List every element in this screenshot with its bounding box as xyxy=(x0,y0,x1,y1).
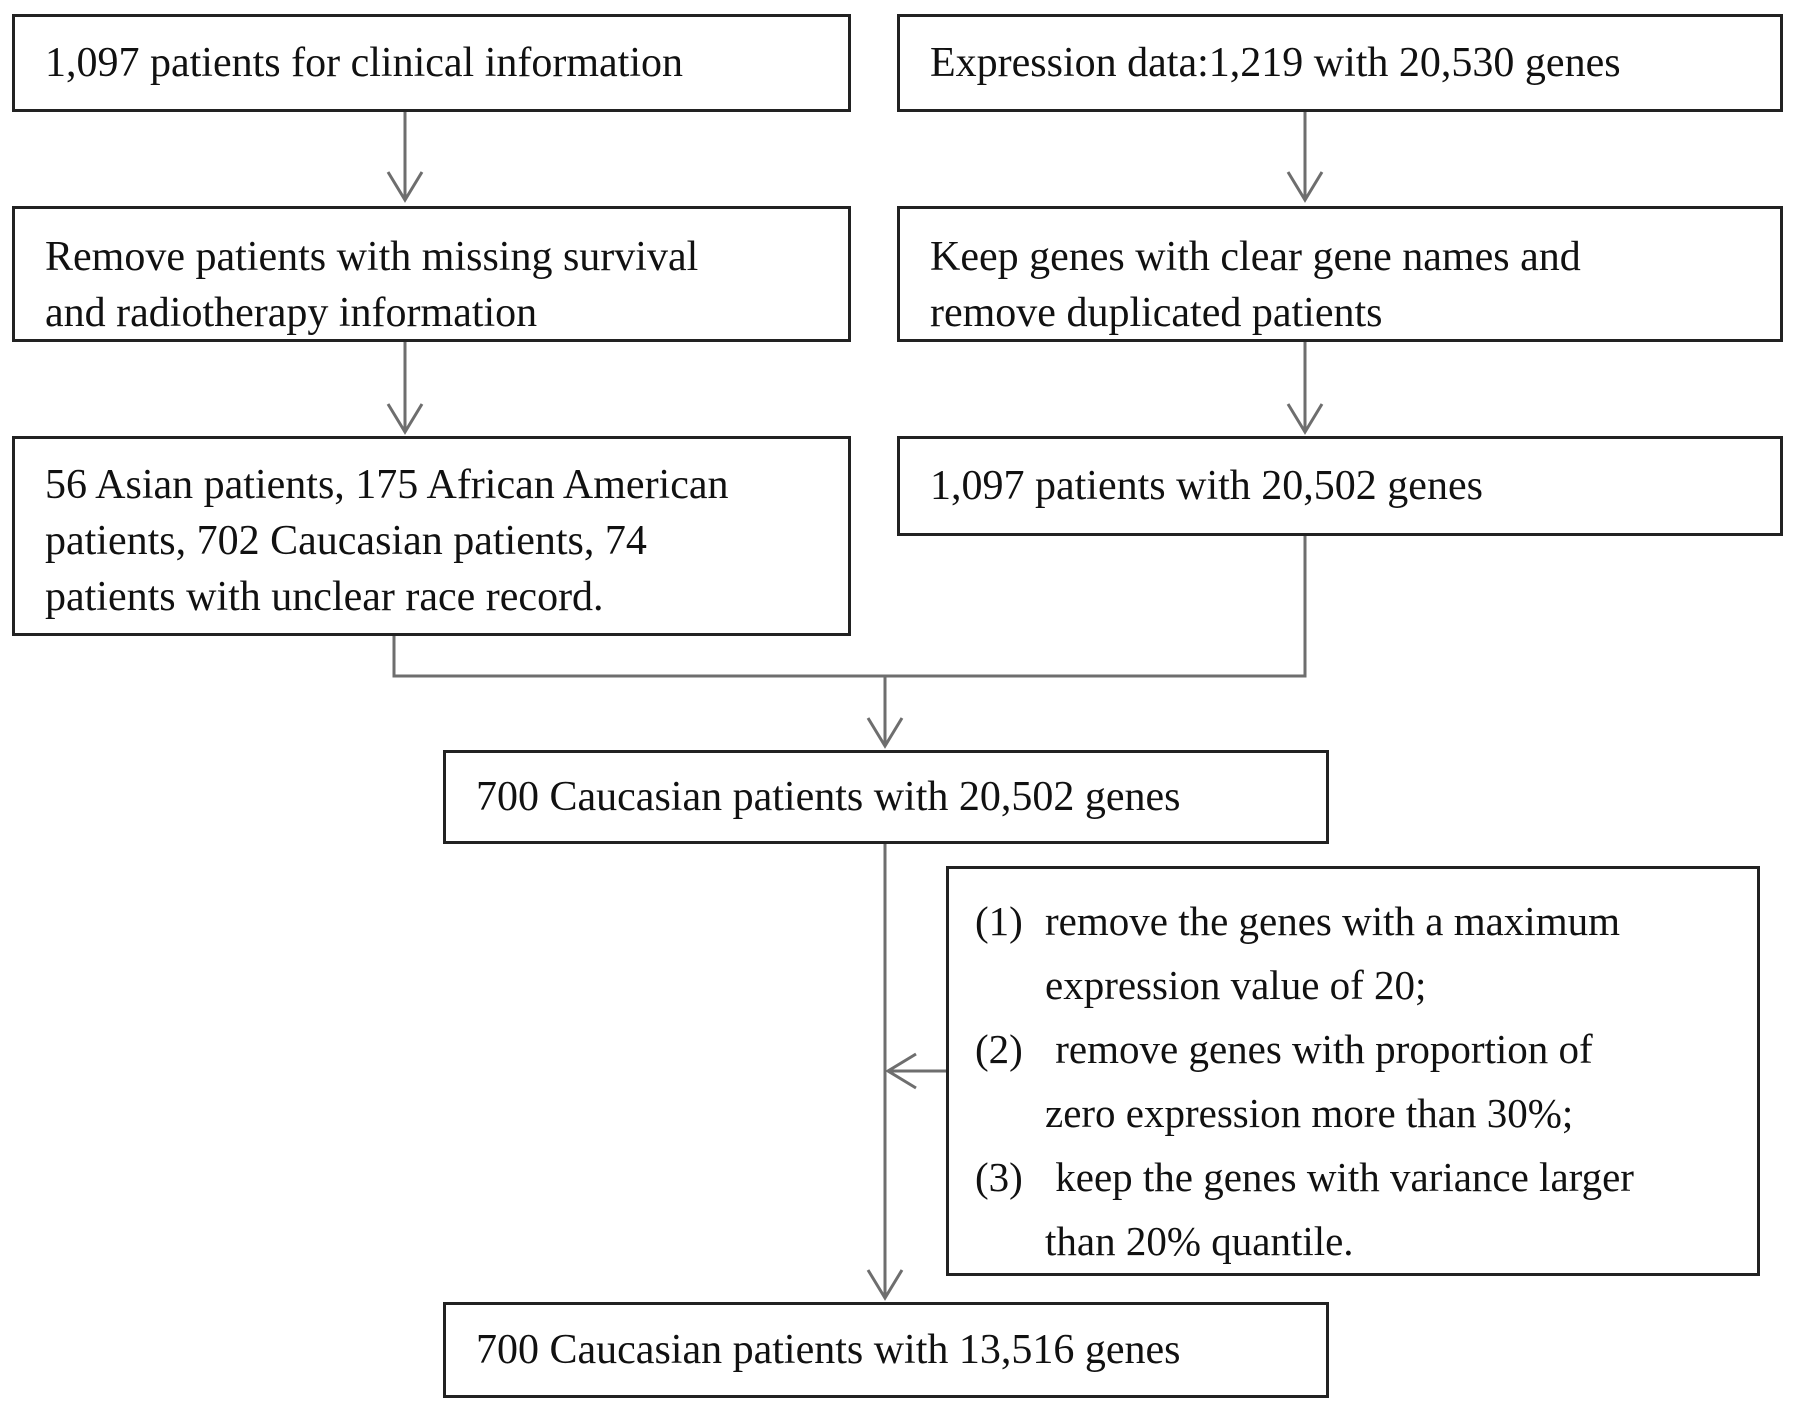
criterion-3: (3) keep the genes with variance larger … xyxy=(975,1145,1757,1273)
remove-missing-box: Remove patients with missing survival an… xyxy=(12,206,851,342)
expression-data-text: Expression data:1,219 with 20,530 genes xyxy=(930,40,1621,86)
criterion-3-line-2: than 20% quantile. xyxy=(1045,1218,1354,1264)
patients-genes-box: 1,097 patients with 20,502 genes xyxy=(897,436,1783,536)
clinical-info-text: 1,097 patients for clinical information xyxy=(45,40,683,86)
criterion-2-line-1: remove genes with proportion of xyxy=(1045,1026,1593,1072)
arrowhead-merge xyxy=(866,717,904,749)
remove-missing-line-1: Remove patients with missing survival xyxy=(45,234,699,280)
merged-text: 700 Caucasian patients with 20,502 genes xyxy=(476,774,1181,820)
arrowhead-right-1 xyxy=(1286,171,1324,203)
race-line-2: patients, 702 Caucasian patients, 74 xyxy=(45,518,647,564)
final-box: 700 Caucasian patients with 13,516 genes xyxy=(443,1302,1329,1398)
arrowhead-criteria xyxy=(885,1052,917,1090)
keep-genes-line-1: Keep genes with clear gene names and xyxy=(930,234,1581,280)
criterion-1: (1) remove the genes with a maximum expre… xyxy=(975,889,1757,1017)
keep-genes-box: Keep genes with clear gene names and rem… xyxy=(897,206,1783,342)
remove-missing-line-2: and radiotherapy information xyxy=(45,290,538,336)
keep-genes-line-2: remove duplicated patients xyxy=(930,290,1383,336)
final-text: 700 Caucasian patients with 13,516 genes xyxy=(476,1327,1181,1373)
criterion-1-number: (1) xyxy=(975,898,1023,944)
arrowhead-left-2 xyxy=(386,403,424,435)
criterion-3-number: (3) xyxy=(975,1154,1023,1200)
criterion-3-line-1: keep the genes with variance larger xyxy=(1045,1154,1634,1200)
race-breakdown-box: 56 Asian patients, 175 African American … xyxy=(12,436,851,636)
expression-data-box: Expression data:1,219 with 20,530 genes xyxy=(897,14,1783,112)
arrowhead-final xyxy=(866,1269,904,1301)
criterion-2: (2) remove genes with proportion of zero… xyxy=(975,1017,1757,1145)
race-line-1: 56 Asian patients, 175 African American xyxy=(45,462,729,508)
arrowhead-right-2 xyxy=(1286,403,1324,435)
criterion-1-line-2: expression value of 20; xyxy=(1045,962,1427,1008)
criterion-2-number: (2) xyxy=(975,1026,1023,1072)
clinical-info-box: 1,097 patients for clinical information xyxy=(12,14,851,112)
criterion-2-line-2: zero expression more than 30%; xyxy=(1045,1090,1574,1136)
merge-connector xyxy=(392,536,1307,678)
filter-criteria-box: (1) remove the genes with a maximum expre… xyxy=(946,866,1760,1276)
criterion-1-line-1: remove the genes with a maximum xyxy=(1045,898,1620,944)
merged-box: 700 Caucasian patients with 20,502 genes xyxy=(443,750,1329,844)
arrowhead-left-1 xyxy=(386,171,424,203)
patients-genes-text: 1,097 patients with 20,502 genes xyxy=(930,463,1483,509)
race-line-3: patients with unclear race record. xyxy=(45,574,604,620)
